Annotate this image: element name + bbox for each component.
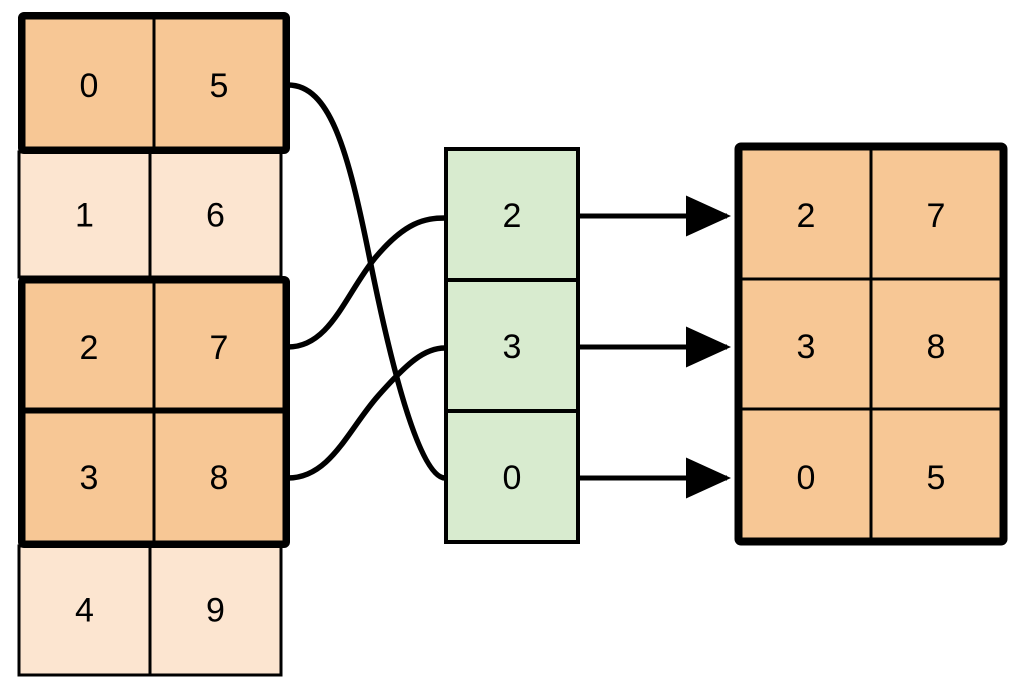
- index-cell-1[interactable]: [444, 278, 580, 413]
- result-cell-value: 2: [797, 197, 816, 235]
- source-cell-r1c1[interactable]: [148, 150, 283, 279]
- source-cell-r2c1[interactable]: [152, 280, 286, 414]
- source-cell-value: 8: [210, 459, 229, 497]
- arrow-group: [580, 195, 732, 499]
- source-cell-r0c1[interactable]: [152, 16, 286, 150]
- source-cell-value: 5: [210, 67, 229, 105]
- connector-row0-to-index-0: [285, 82, 448, 481]
- source-row-4[interactable]: 4 9: [17, 544, 283, 677]
- source-cell-value: 2: [80, 329, 99, 367]
- source-cell-r3c1[interactable]: [152, 410, 286, 544]
- result-cell-value: 5: [927, 459, 946, 497]
- source-cell-value: 4: [75, 592, 94, 630]
- index-vector: 2 3 0: [444, 147, 580, 544]
- source-row-3[interactable]: 3 8: [22, 410, 286, 544]
- source-rows-2-3: 2 7 3 8: [18, 276, 290, 548]
- result-cell-r1c1[interactable]: [869, 277, 1003, 411]
- connector-row3-to-index-3: [285, 345, 448, 481]
- source-row-0[interactable]: 0 5: [18, 12, 290, 154]
- result-cell-value: 3: [797, 328, 816, 366]
- connector-group: [285, 82, 448, 481]
- result-cell-value: 8: [927, 328, 946, 366]
- index-cell-2[interactable]: [444, 409, 580, 544]
- source-array: 1 6 4 9 0 5: [17, 12, 290, 677]
- source-cell-value: 1: [75, 197, 94, 235]
- source-cell-r3c0[interactable]: [22, 410, 156, 544]
- source-cell-value: 0: [80, 67, 99, 105]
- connector-row2-to-index-2: [285, 215, 448, 350]
- source-cell-value: 3: [80, 459, 99, 497]
- result-cell-r1c0[interactable]: [739, 277, 873, 411]
- result-row-1[interactable]: 3 8: [739, 277, 1003, 411]
- index-cell-value: 3: [503, 328, 522, 366]
- result-array: 2 7 3 8 0 5: [734, 142, 1008, 546]
- result-row-2[interactable]: 0 5: [739, 407, 1003, 541]
- result-cell-r2c1[interactable]: [869, 407, 1003, 541]
- source-cell-r2c0[interactable]: [22, 280, 156, 414]
- source-cell-r0c0[interactable]: [22, 16, 156, 150]
- source-cell-r4c1[interactable]: [148, 544, 283, 677]
- source-cell-r1c0[interactable]: [17, 150, 152, 279]
- result-cell-r2c0[interactable]: [739, 407, 873, 541]
- source-cell-value: 7: [210, 329, 229, 367]
- result-cell-r0c1[interactable]: [869, 147, 1003, 281]
- source-row-1[interactable]: 1 6: [17, 150, 283, 279]
- result-cell-value: 7: [927, 197, 946, 235]
- source-cell-value: 6: [206, 197, 225, 235]
- result-cell-value: 0: [797, 459, 816, 497]
- index-cell-value: 2: [503, 197, 522, 235]
- index-cell-value: 0: [503, 459, 522, 497]
- source-row-2[interactable]: 2 7: [22, 280, 286, 414]
- source-cell-value: 9: [206, 592, 225, 630]
- result-row-0[interactable]: 2 7: [739, 147, 1003, 281]
